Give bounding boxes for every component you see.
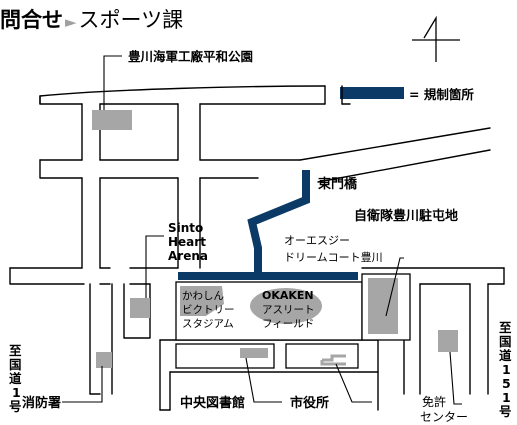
route151-char: 号 [499,404,512,419]
north-arrow-icon [412,15,460,62]
sinto-building [130,298,150,318]
route151-char: 1 [502,390,511,405]
okaken-field [250,288,322,324]
sinto-label-line3: Arena [168,249,208,263]
okaken-label-line2: アスリート [262,304,315,316]
license-center-label-line2: センター [420,410,468,424]
route1-char: 至 [9,343,22,358]
kawashin-label-line2: ビクトリー [182,304,235,316]
route151-char: 至 [499,320,512,335]
callout-lines [62,55,462,405]
route151-char: 1 [502,362,511,377]
header-department: スポーツ課 [78,8,184,32]
license-center-building [438,330,458,352]
city-hall-label: 市役所 [290,395,329,411]
oe-court-label-line1: オーエスジー [284,234,350,247]
oe-court-label-line2: ドリームコート豊川 [284,251,383,264]
sinto-label-line1: Sinto [168,221,203,235]
route1-char: 国 [9,357,22,372]
okaken-label-line1: OKAKEN [262,289,314,302]
kawashin-stadium [180,286,224,316]
kawashin-label-line1: かわしん [182,290,224,302]
route151-char: 道 [499,348,512,363]
fire-station [96,352,112,368]
bottom-blocks [175,343,359,369]
license-center-label-line1: 免許 [422,394,446,409]
legend-label: = 規制箇所 [409,87,474,102]
page-header: 問合せ►スポーツ課 [0,4,183,36]
route151-char: 国 [499,334,512,349]
route1-char: 1 [12,385,21,400]
city-hall-icon [320,354,346,366]
route151-char: 5 [502,376,511,391]
route1-char: 道 [9,371,22,386]
park-label: 豊川海軍工廠平和公園 [128,49,253,64]
legend-swatch [340,87,404,99]
higashimon-bridge-label: 東門橋 [318,176,358,192]
library-building [240,348,268,358]
okaken-label-line3: フィールド [262,318,314,330]
sinto-label-line2: Heart [168,235,206,249]
route1-char: 号 [9,399,22,414]
route151-label: 至 国 道 1 5 1 号 [499,320,512,419]
library-label: 中央図書館 [180,395,245,411]
fire-station-label: 消防署 [22,395,61,411]
restriction-route [178,170,358,280]
header-arrow-icon: ► [65,13,77,31]
buildings [92,110,458,368]
park-building [92,110,132,130]
route1-label: 至 国 道 1 号 [9,343,22,414]
kawashin-label-line3: スタジアム [182,318,234,330]
header-title: 問合せ [0,8,63,32]
sdf-camp-label: 自衛隊豊川駐屯地 [354,208,458,224]
